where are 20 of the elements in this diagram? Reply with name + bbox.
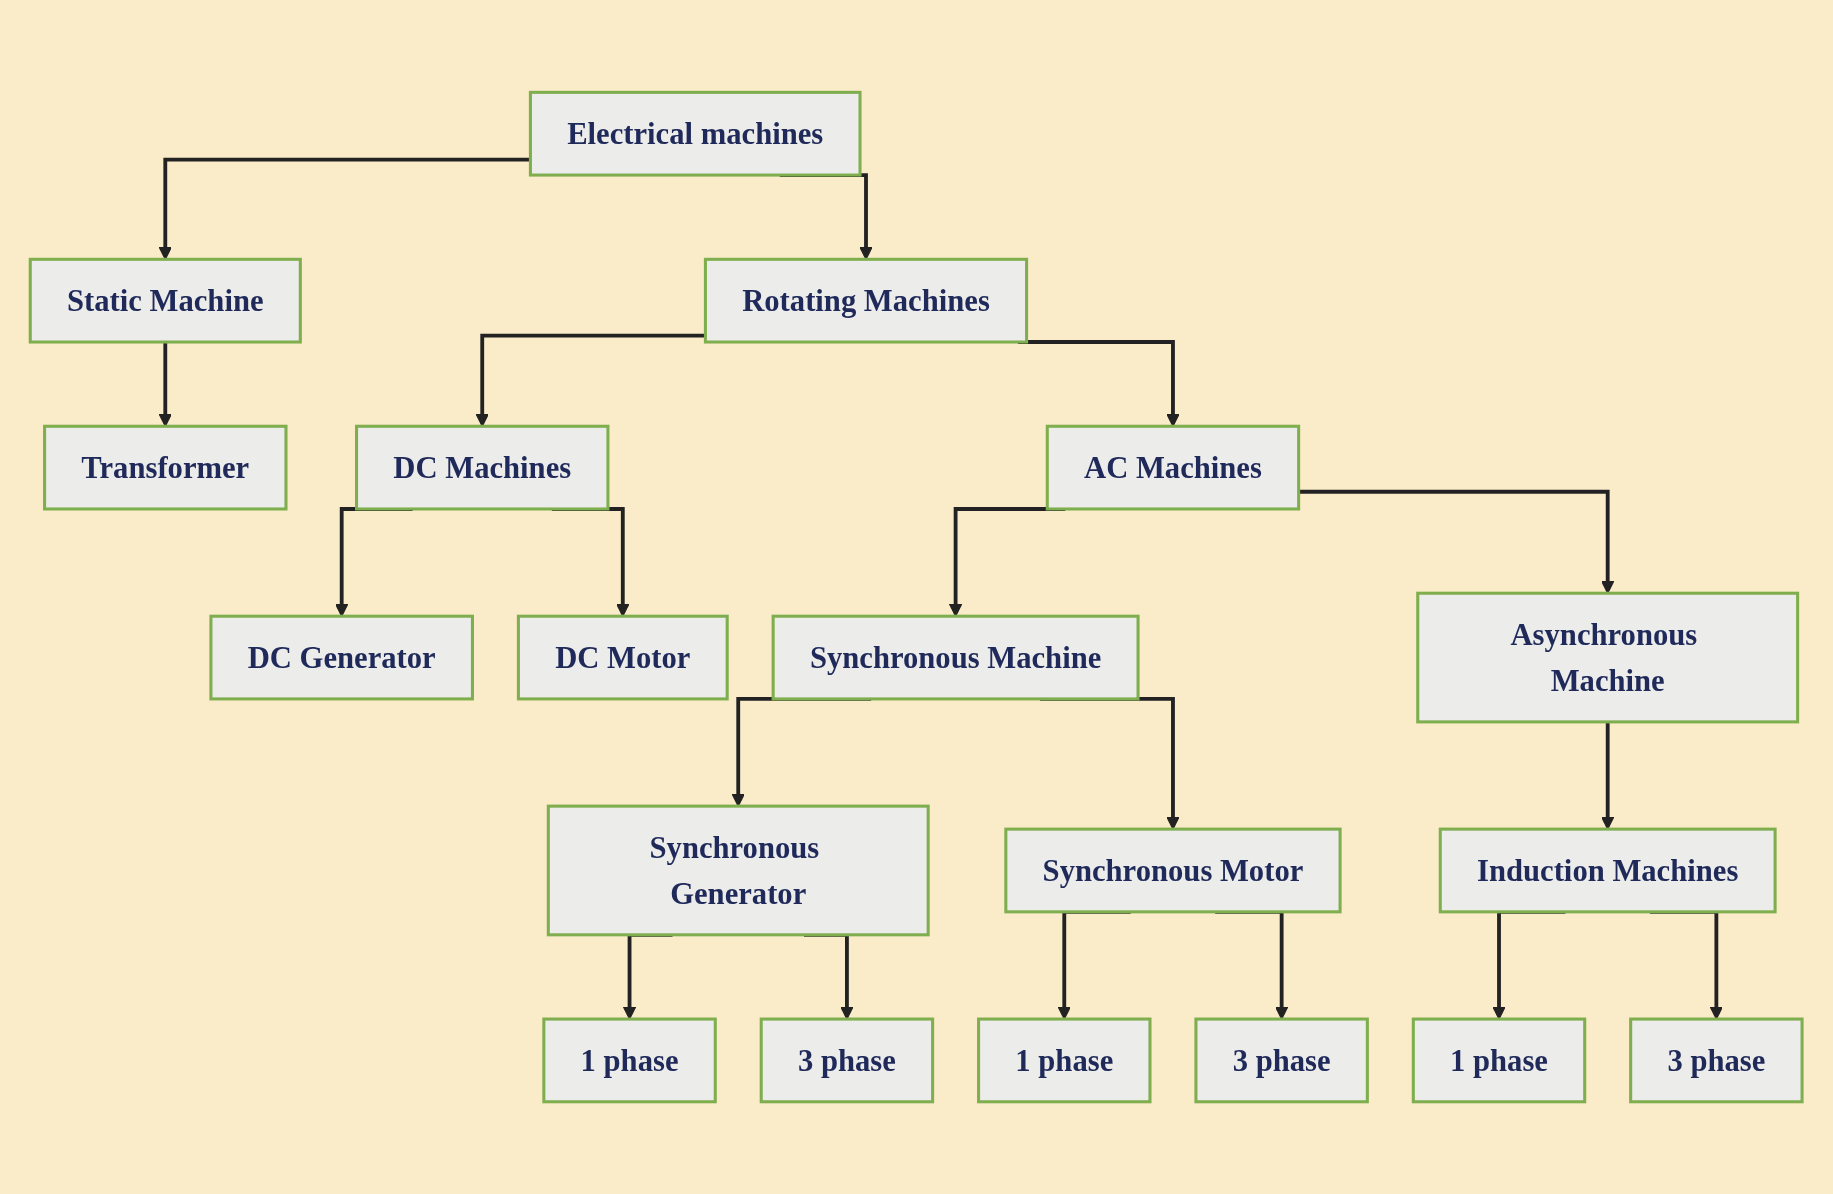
node-box: Synchronous Generator [547,804,931,937]
node-box: AC Machines [1046,424,1301,511]
node-box: Synchronous Machine [771,614,1140,701]
arrow [475,333,706,427]
node-box: 1 phase [1412,1017,1587,1104]
node-box: DC Motor [517,614,730,701]
node-box: DC Machines [355,424,610,511]
node-box: 3 phase [1194,1017,1370,1104]
node-box: Transformer [43,424,288,511]
node-box: Synchronous Motor [1004,827,1342,914]
node-box: Rotating Machines [704,257,1029,344]
node-box: 3 phase [760,1017,935,1104]
node-box: DC Generator [209,614,475,701]
node-box: Asynchronous Machine [1416,591,1800,724]
node-box: Induction Machines [1439,827,1777,914]
node-box: 3 phase [1629,1017,1804,1104]
node-box: Electrical machines [529,90,862,177]
node-box: 1 phase [977,1017,1152,1104]
node-box: Static Machine [29,257,303,344]
node-box: 1 phase [542,1017,718,1104]
